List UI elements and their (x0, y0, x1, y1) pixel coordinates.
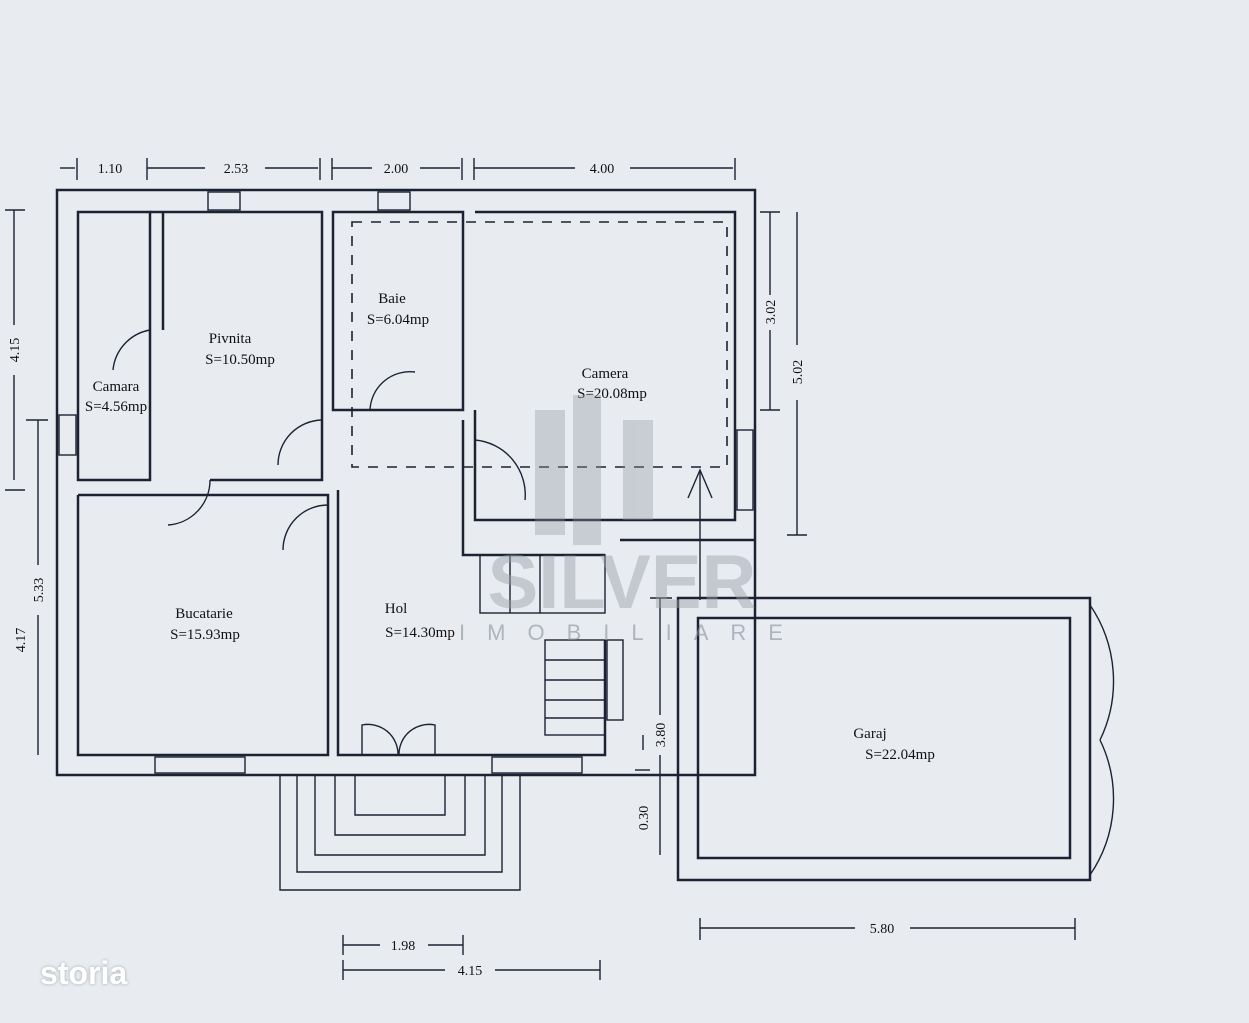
watermark-brand: SILVER (488, 540, 757, 625)
room-area-camara: S=4.56mp (85, 399, 147, 415)
room-area-baie: S=6.04mp (367, 312, 429, 328)
entrance-steps (279, 775, 521, 891)
windows (58, 191, 754, 774)
dimension-lines (5, 158, 1076, 980)
stairs (479, 468, 713, 736)
dim-top-2: 2.53 (224, 162, 249, 177)
walls (55, 188, 1092, 882)
room-name-bucatarie: Bucatarie (175, 606, 233, 622)
dim-top-1: 1.10 (98, 162, 123, 177)
dim-bottom-1: 1.98 (391, 939, 416, 954)
dim-left-1: 4.15 (8, 338, 23, 363)
doors (112, 329, 1115, 876)
dim-bottom-2: 4.15 (458, 964, 483, 979)
watermark-buildings-icon (535, 395, 653, 545)
dim-left-2: 5.33 (32, 578, 47, 603)
room-area-garaj: S=22.04mp (865, 747, 935, 763)
dim-top-3: 2.00 (384, 162, 409, 177)
dim-right-1: 3.02 (764, 300, 779, 325)
dim-right-2: 5.02 (791, 360, 806, 385)
room-area-camera: S=20.08mp (577, 386, 647, 402)
room-name-hol: Hol (385, 601, 408, 617)
room-area-pivnita: S=10.50mp (205, 352, 275, 368)
room-name-garaj: Garaj (853, 726, 886, 742)
dim-left-3: 4.17 (14, 628, 29, 653)
room-area-bucatarie: S=15.93mp (170, 627, 240, 643)
room-name-camara: Camara (93, 379, 140, 395)
room-area-hol: S=14.30mp (385, 625, 455, 641)
storia-logo: storia (40, 955, 128, 991)
dim-bottom-3: 5.80 (870, 922, 895, 937)
dim-top-4: 4.00 (590, 162, 615, 177)
watermark-sub: IMOBILIARE (459, 620, 805, 645)
room-name-pivnita: Pivnita (209, 331, 252, 347)
dim-right-4: 0.30 (637, 806, 652, 831)
room-name-baie: Baie (378, 291, 406, 307)
room-name-camera: Camera (582, 366, 629, 382)
dim-right-3: 3.80 (654, 723, 669, 748)
